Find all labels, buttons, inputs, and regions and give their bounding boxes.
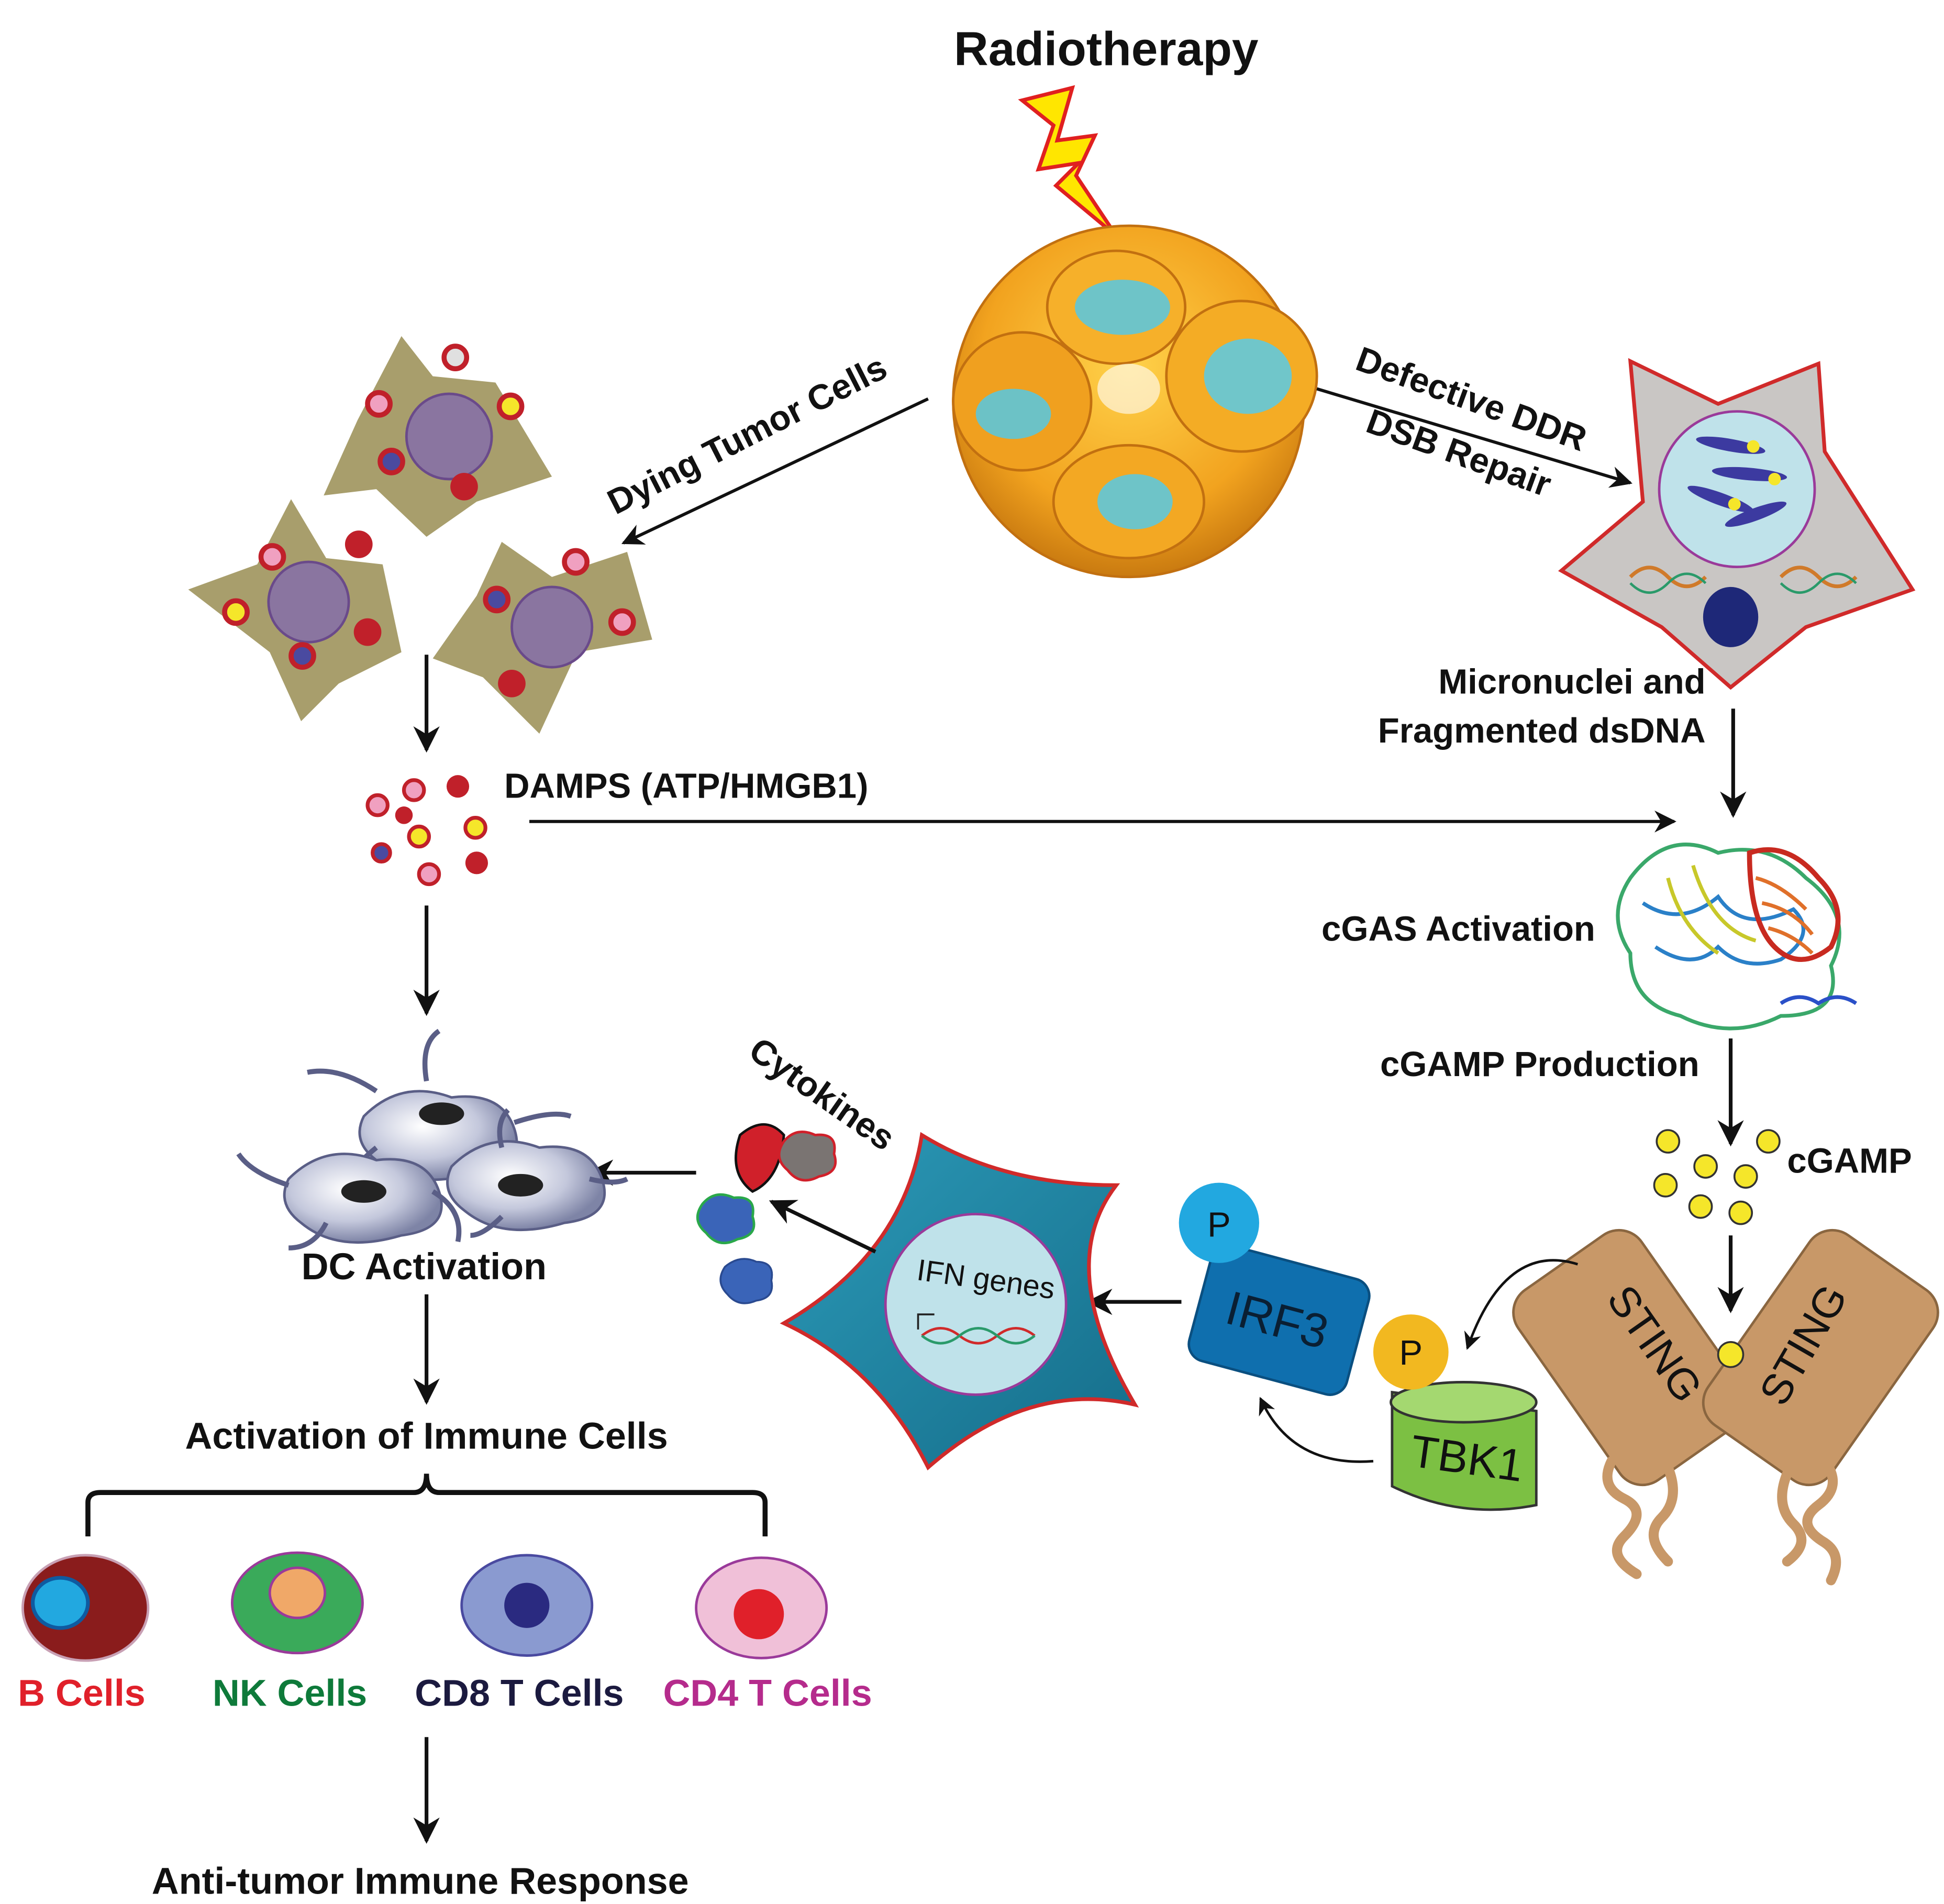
dying-tumor-cell-1 bbox=[324, 336, 552, 537]
dying-tumor-cell-2 bbox=[188, 499, 402, 722]
label-cgamp: cGAMP bbox=[1787, 1141, 1912, 1180]
label-cgamp-production: cGAMP Production bbox=[1380, 1045, 1699, 1084]
arrow-sting-to-tbk1 bbox=[1464, 1259, 1579, 1350]
damps-particles bbox=[365, 775, 488, 887]
ifn-producing-cell bbox=[780, 1132, 1139, 1471]
damaged-tumor-cell bbox=[1558, 358, 1916, 690]
label-anti-tumor: Anti-tumor Immune Response bbox=[152, 1861, 689, 1901]
sting-dimer bbox=[1512, 1228, 1939, 1586]
label-cd8-t-cells: CD8 T Cells bbox=[415, 1672, 624, 1714]
label-damps: DAMPS (ATP/HMGB1) bbox=[504, 766, 868, 805]
irf3-protein bbox=[1179, 1182, 1371, 1396]
cgamp-molecules bbox=[1653, 1129, 1781, 1225]
label-cgas-activation: cGAS Activation bbox=[1321, 909, 1595, 948]
label-b-cells: B Cells bbox=[18, 1672, 146, 1714]
dying-tumor-cell-3 bbox=[432, 541, 652, 734]
arrow-tbk1-to-irf3 bbox=[1259, 1397, 1374, 1463]
tbk1-protein bbox=[1373, 1314, 1538, 1511]
irf3-phospho-label: P bbox=[1207, 1205, 1231, 1245]
cd4-t-cell bbox=[695, 1556, 828, 1659]
arrow-to-dying-cells bbox=[621, 397, 929, 545]
dendritic-cells bbox=[236, 1028, 628, 1250]
arrow-to-damaged-cell bbox=[1316, 387, 1632, 488]
label-cd4-t-cells: CD4 T Cells bbox=[663, 1672, 872, 1714]
b-cell bbox=[21, 1554, 150, 1662]
label-micronuclei-1: Micronuclei and bbox=[1438, 662, 1705, 702]
cd8-t-cell bbox=[460, 1554, 594, 1657]
nk-cell bbox=[230, 1551, 364, 1655]
tbk1-phospho-label: P bbox=[1399, 1333, 1423, 1372]
label-activation-immune: Activation of Immune Cells bbox=[185, 1415, 668, 1457]
label-micronuclei-2: Fragmented dsDNA bbox=[1378, 711, 1706, 750]
label-dc-activation: DC Activation bbox=[302, 1246, 547, 1288]
title-radiotherapy: Radiotherapy bbox=[954, 23, 1259, 76]
immune-cell-bracket bbox=[85, 1474, 768, 1537]
label-nk-cells: NK Cells bbox=[213, 1672, 367, 1714]
tumor-cluster bbox=[952, 224, 1318, 579]
arrow-cell-to-cytokines bbox=[769, 1200, 876, 1254]
cytokine-particles bbox=[696, 1123, 837, 1304]
cgas-protein bbox=[1616, 843, 1858, 1031]
lightning-bolt-icon bbox=[1018, 85, 1118, 238]
